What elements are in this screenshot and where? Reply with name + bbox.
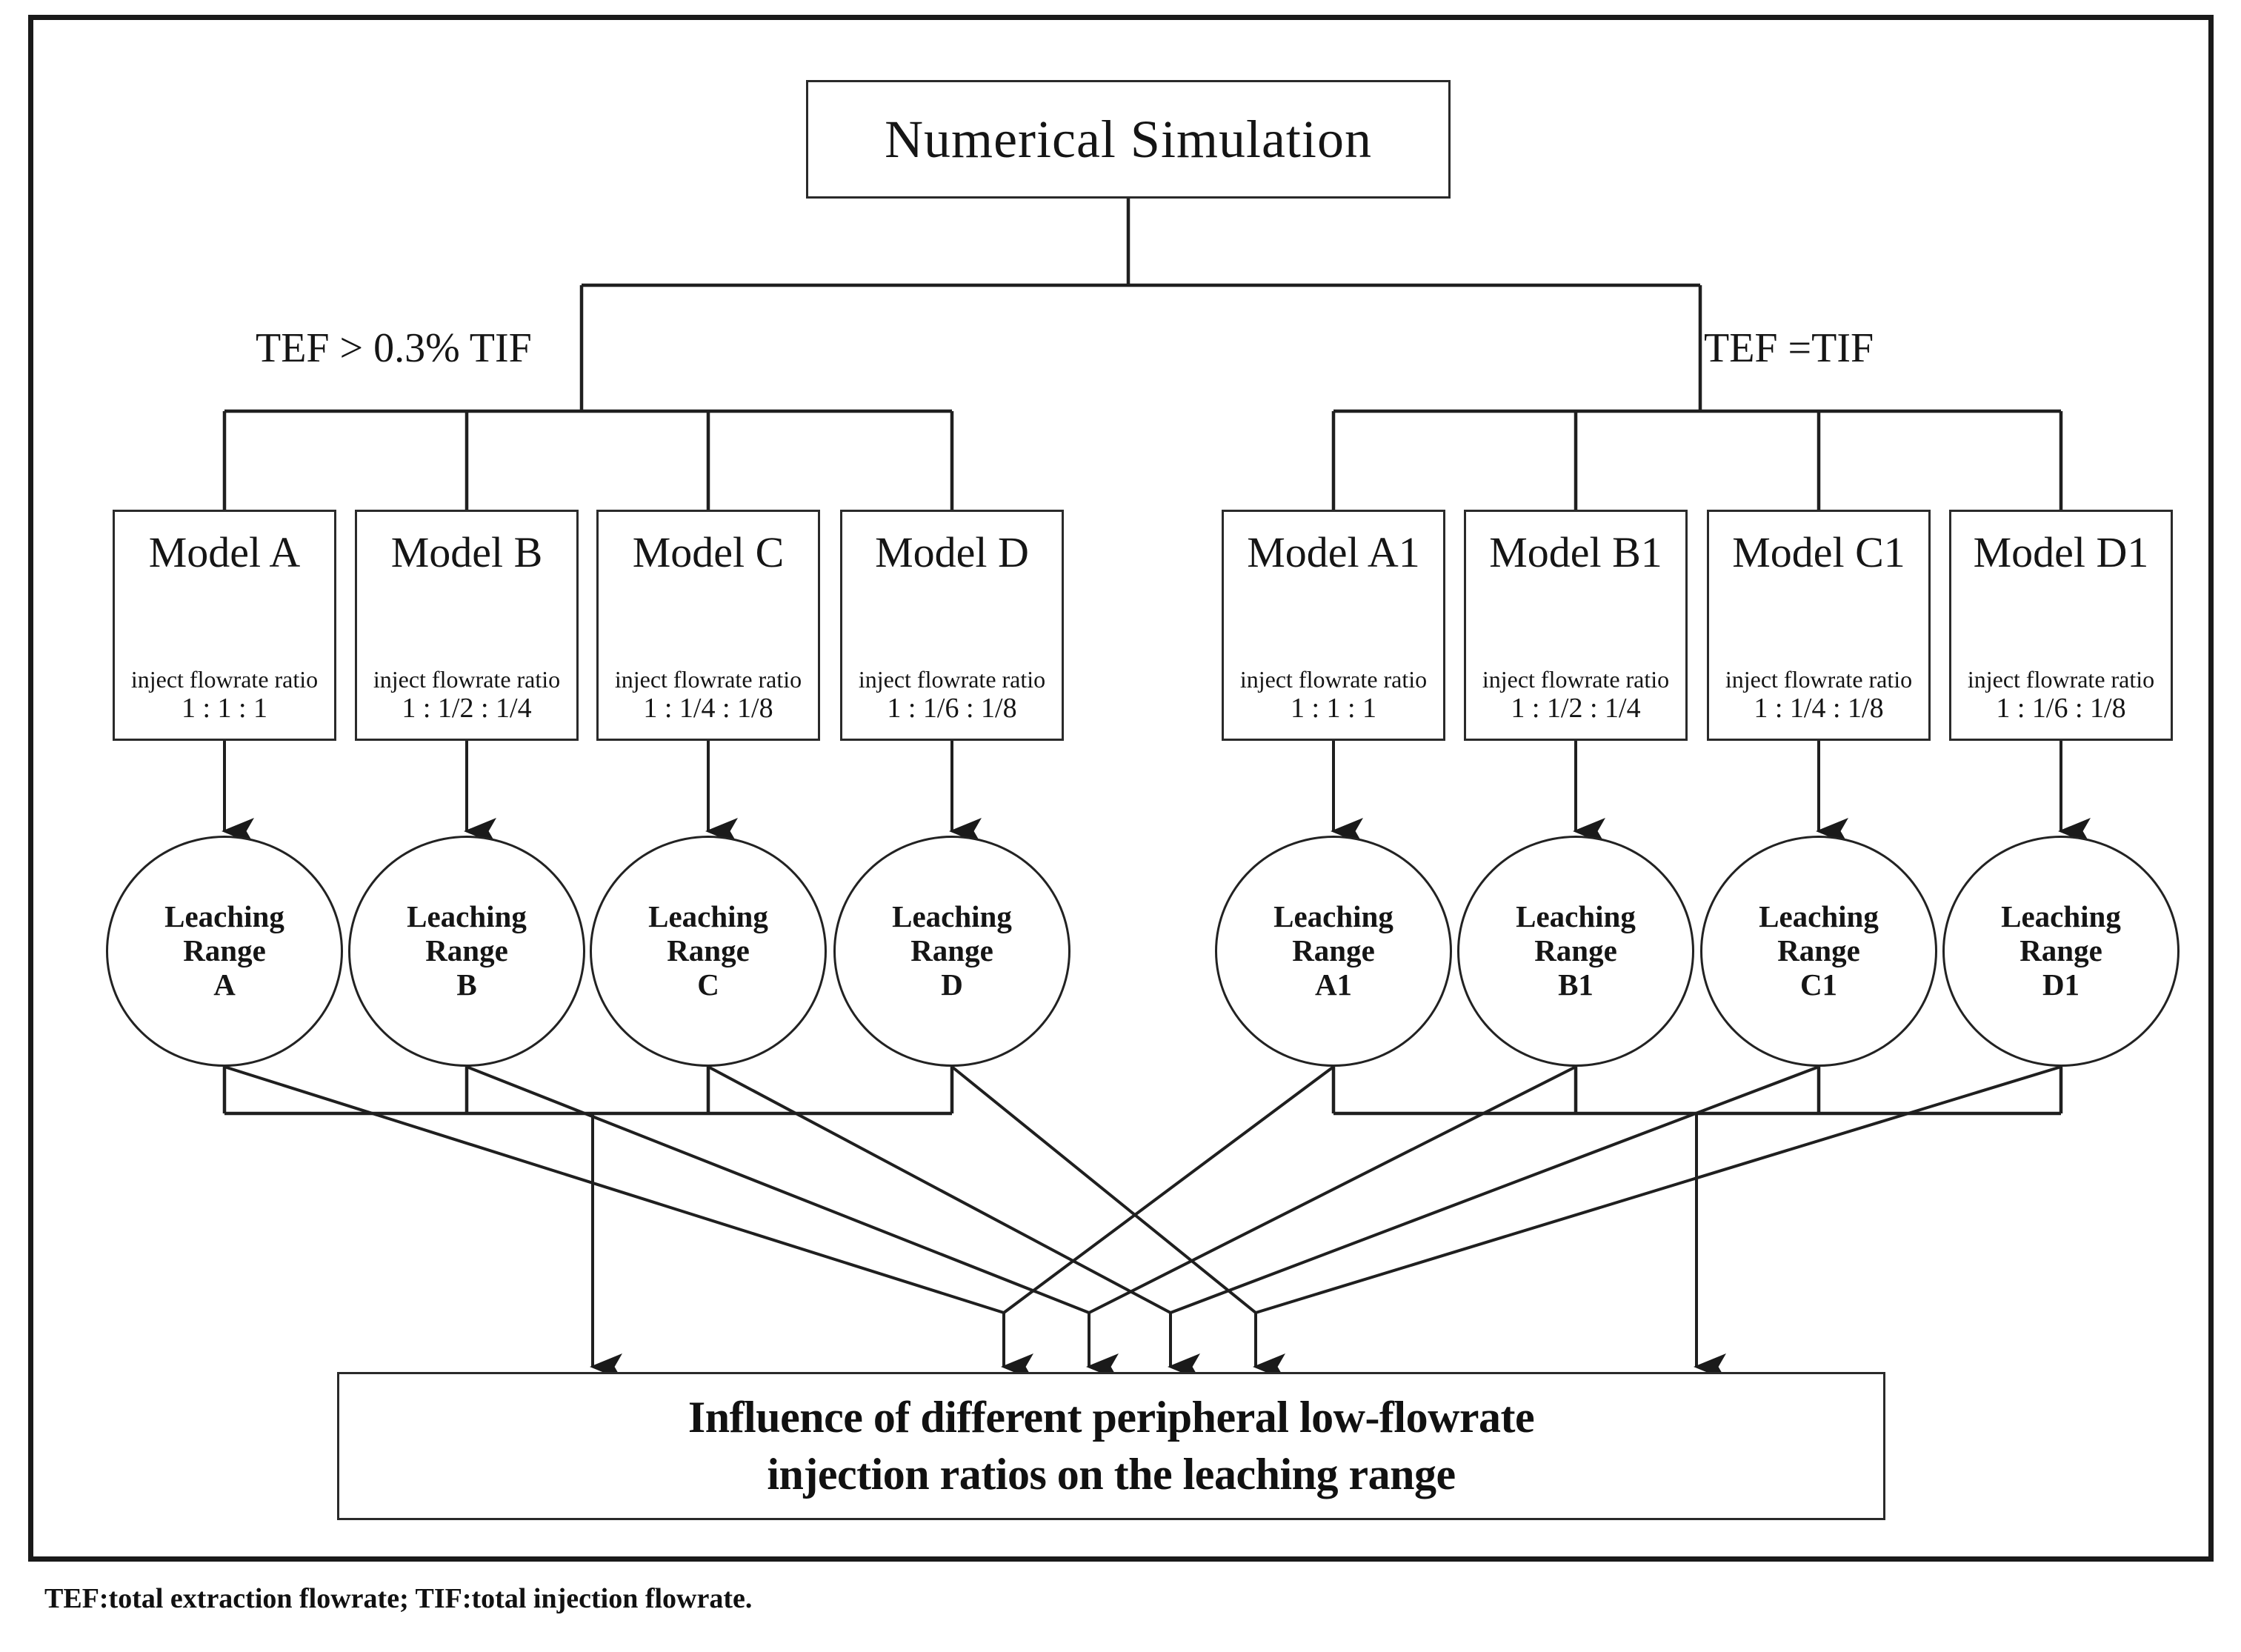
leaching-range-circle-c[interactable]: Leaching Range C [590, 836, 827, 1067]
leaching-line2-b: Range [425, 933, 508, 968]
leaching-range-circle-b[interactable]: Leaching Range B [348, 836, 585, 1067]
model-title-a: Model A [148, 528, 301, 576]
model-ratio-label-d1: inject flowrate ratio [1967, 665, 2155, 693]
model-ratio-a: inject flowrate ratio 1 : 1 : 1 [99, 666, 350, 725]
model-box-d1[interactable]: Model D1 inject flowrate ratio 1 : 1/6 :… [1949, 510, 2173, 741]
model-ratio-c: inject flowrate ratio 1 : 1/4 : 1/8 [582, 666, 834, 725]
leaching-range-circle-d1[interactable]: Leaching Range D1 [1942, 836, 2180, 1067]
leaching-range-circle-c1[interactable]: Leaching Range C1 [1700, 836, 1937, 1067]
numerical-simulation-box[interactable]: Numerical Simulation [806, 80, 1451, 199]
model-box-c[interactable]: Model C inject flowrate ratio 1 : 1/4 : … [596, 510, 820, 741]
model-ratio-d: inject flowrate ratio 1 : 1/6 : 1/8 [826, 666, 1078, 725]
leaching-line1-a1: Leaching [1273, 899, 1393, 934]
leaching-line1-a: Leaching [164, 899, 284, 934]
leaching-line3-b: B [456, 967, 477, 1002]
numerical-simulation-label: Numerical Simulation [885, 109, 1372, 169]
leaching-line2-d1: Range [2019, 933, 2102, 968]
leaching-range-circle-a1[interactable]: Leaching Range A1 [1215, 836, 1452, 1067]
model-ratio-a1: inject flowrate ratio 1 : 1 : 1 [1208, 666, 1459, 725]
leaching-line2-d: Range [910, 933, 993, 968]
leaching-line2-c: Range [667, 933, 750, 968]
leaching-line3-c: C [697, 967, 719, 1002]
model-ratio-label-b1: inject flowrate ratio [1482, 665, 1670, 693]
conclusion-text: Influence of different peripheral low-fl… [687, 1389, 1535, 1503]
model-ratio-b: inject flowrate ratio 1 : 1/2 : 1/4 [341, 666, 593, 725]
leaching-line2-a1: Range [1292, 933, 1375, 968]
model-ratio-value-a: 1 : 1 : 1 [181, 693, 268, 725]
branch-label-left: TEF > 0.3% TIF [256, 325, 532, 371]
leaching-range-circle-b1[interactable]: Leaching Range B1 [1457, 836, 1694, 1067]
model-ratio-value-d: 1 : 1/6 : 1/8 [887, 693, 1017, 725]
model-box-b[interactable]: Model B inject flowrate ratio 1 : 1/2 : … [355, 510, 579, 741]
model-box-c1[interactable]: Model C1 inject flowrate ratio 1 : 1/4 :… [1707, 510, 1931, 741]
conclusion-line-1: Influence of different peripheral low-fl… [687, 1393, 1535, 1442]
model-title-a1: Model A1 [1247, 528, 1420, 576]
leaching-line3-a1: A1 [1314, 967, 1353, 1002]
leaching-line1-c: Leaching [648, 899, 768, 934]
leaching-line1-b1: Leaching [1516, 899, 1636, 934]
leaching-range-circle-d[interactable]: Leaching Range D [833, 836, 1070, 1067]
leaching-line3-c1: C1 [1799, 967, 1838, 1002]
conclusion-line-2: injection ratios on the leaching range [767, 1450, 1456, 1499]
model-ratio-value-c1: 1 : 1/4 : 1/8 [1754, 693, 1884, 725]
model-box-d[interactable]: Model D inject flowrate ratio 1 : 1/6 : … [840, 510, 1064, 741]
model-ratio-label-c1: inject flowrate ratio [1725, 665, 1913, 693]
model-ratio-d1: inject flowrate ratio 1 : 1/6 : 1/8 [1935, 666, 2187, 725]
model-ratio-value-c: 1 : 1/4 : 1/8 [643, 693, 773, 725]
leaching-line1-b: Leaching [407, 899, 527, 934]
model-box-a1[interactable]: Model A1 inject flowrate ratio 1 : 1 : 1 [1222, 510, 1445, 741]
branch-label-right: TEF =TIF [1704, 325, 1874, 371]
model-ratio-value-b: 1 : 1/2 : 1/4 [402, 693, 532, 725]
model-title-d1: Model D1 [1973, 528, 2149, 576]
model-title-d: Model D [875, 528, 1029, 576]
footnote-abbreviations: TEF:total extraction flowrate; TIF:total… [44, 1583, 753, 1614]
model-title-b1: Model B1 [1489, 528, 1662, 576]
model-ratio-label-b: inject flowrate ratio [373, 665, 561, 693]
model-ratio-b1: inject flowrate ratio 1 : 1/2 : 1/4 [1450, 666, 1702, 725]
model-ratio-value-a1: 1 : 1 : 1 [1290, 693, 1377, 725]
model-ratio-value-d1: 1 : 1/6 : 1/8 [1996, 693, 2126, 725]
leaching-line3-d: D [941, 967, 963, 1002]
model-box-b1[interactable]: Model B1 inject flowrate ratio 1 : 1/2 :… [1464, 510, 1688, 741]
leaching-line2-b1: Range [1534, 933, 1617, 968]
leaching-line3-a: A [213, 967, 236, 1002]
leaching-line1-d1: Leaching [2001, 899, 2121, 934]
model-ratio-value-b1: 1 : 1/2 : 1/4 [1511, 693, 1641, 725]
model-title-b: Model B [390, 528, 543, 576]
leaching-line3-b1: B1 [1558, 967, 1594, 1002]
leaching-line2-c1: Range [1777, 933, 1860, 968]
diagram-frame [28, 15, 2214, 1562]
model-ratio-label-d: inject flowrate ratio [858, 665, 1046, 693]
model-ratio-label-a1: inject flowrate ratio [1239, 665, 1428, 693]
conclusion-box[interactable]: Influence of different peripheral low-fl… [337, 1372, 1885, 1520]
model-box-a[interactable]: Model A inject flowrate ratio 1 : 1 : 1 [113, 510, 336, 741]
leaching-line3-d1: D1 [2042, 967, 2080, 1002]
model-title-c1: Model C1 [1732, 528, 1905, 576]
leaching-line1-d: Leaching [892, 899, 1012, 934]
leaching-line2-a: Range [183, 933, 266, 968]
leaching-line1-c1: Leaching [1759, 899, 1879, 934]
model-ratio-label-a: inject flowrate ratio [130, 665, 319, 693]
model-ratio-label-c: inject flowrate ratio [614, 665, 802, 693]
leaching-range-circle-a[interactable]: Leaching Range A [106, 836, 343, 1067]
model-title-c: Model C [632, 528, 785, 576]
model-ratio-c1: inject flowrate ratio 1 : 1/4 : 1/8 [1693, 666, 1945, 725]
